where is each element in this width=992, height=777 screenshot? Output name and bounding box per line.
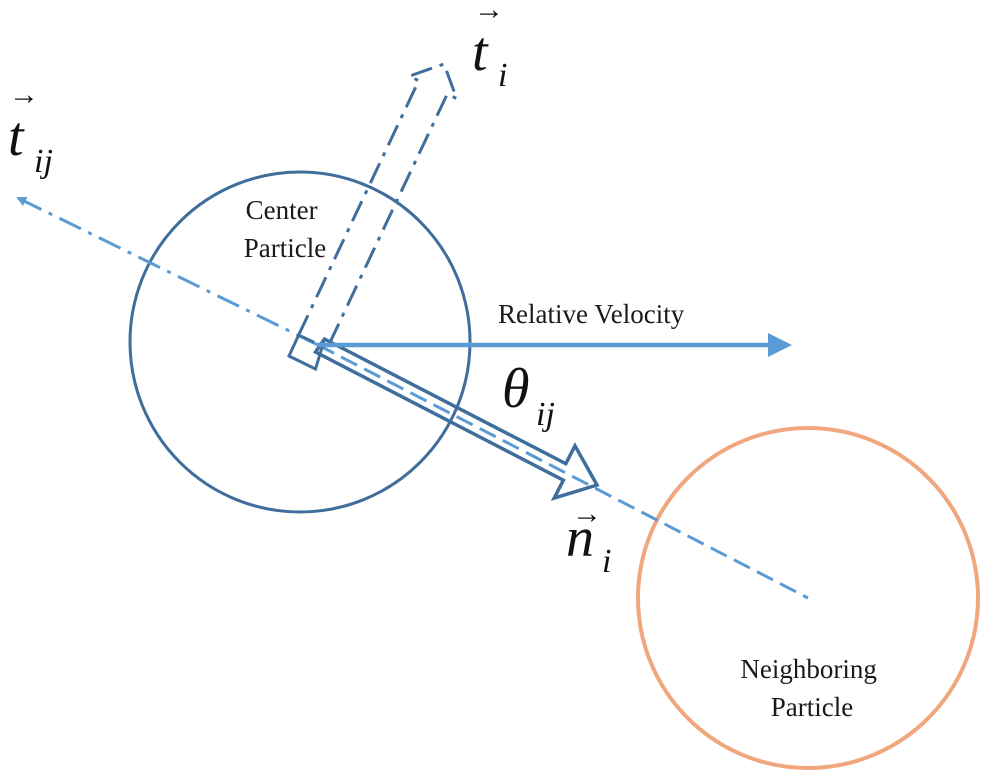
t-i-base: t xyxy=(472,21,489,83)
neighbor-particle-label-line1: Neighboring xyxy=(740,654,876,684)
center-particle-label-line1: Center xyxy=(246,195,318,225)
n-i-base: n xyxy=(566,507,594,569)
theta-ij-base: θ xyxy=(502,358,530,420)
right-angle-marker xyxy=(287,334,326,372)
t-i-sub: i xyxy=(498,57,507,94)
n-i-arrow: → xyxy=(572,497,602,530)
theta-ij-sub: ij xyxy=(536,396,555,433)
tangent-i-vector xyxy=(296,62,460,351)
relative-velocity-label: Relative Velocity xyxy=(498,299,685,329)
center-to-neighbor-dashed-line xyxy=(317,343,809,600)
t-ij-arrow: → xyxy=(9,78,39,111)
t-ij-symbol: → t ij xyxy=(8,78,53,180)
tangent-ij-line xyxy=(16,196,319,347)
normal-i-vector xyxy=(312,336,600,501)
neighbor-particle-label-line2: Particle xyxy=(771,692,853,722)
relative-velocity-arrowhead xyxy=(768,333,792,357)
t-i-symbol: → t i xyxy=(472,0,507,94)
center-particle-label: Center Particle xyxy=(244,195,326,263)
n-i-sub: i xyxy=(602,543,611,580)
n-i-symbol: → n i xyxy=(566,497,611,580)
t-ij-base: t xyxy=(8,106,25,168)
neighbor-particle-circle xyxy=(636,426,980,770)
center-particle-label-line2: Particle xyxy=(244,233,326,263)
t-i-arrow: → xyxy=(474,0,504,26)
theta-ij-symbol: θ ij xyxy=(502,358,555,433)
neighbor-particle-label: Neighboring Particle xyxy=(740,654,883,722)
center-particle-circle xyxy=(128,170,472,514)
t-ij-sub: ij xyxy=(34,143,53,180)
